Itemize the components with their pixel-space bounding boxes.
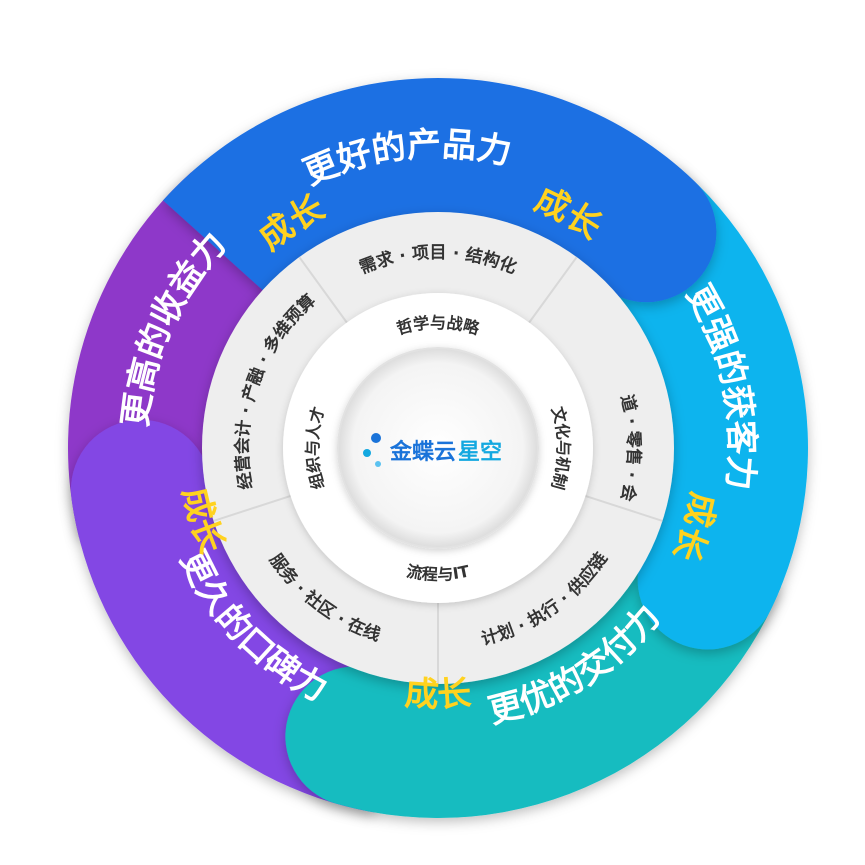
logo-dot-icon	[371, 433, 381, 443]
logo-dot-icon	[375, 461, 381, 467]
inner-ring-label: 流程与IT	[405, 561, 471, 584]
center-disc	[337, 347, 539, 549]
brand-sub: 星空	[458, 439, 502, 465]
middle-ring-seams	[213, 256, 663, 684]
brand-main: 金蝶云	[389, 439, 456, 465]
segment-product	[163, 77, 717, 303]
logo-dot-icon	[363, 449, 371, 457]
brand-logo: 金蝶云 星空	[363, 433, 502, 467]
